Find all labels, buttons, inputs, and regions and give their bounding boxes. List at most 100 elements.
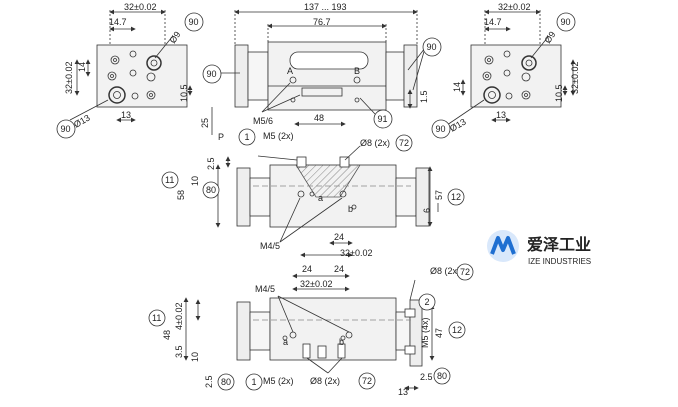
dim-32-vertical: 32±0.02 <box>64 62 74 94</box>
bubble-72: 72 <box>395 134 413 152</box>
svg-text:2: 2 <box>425 297 430 307</box>
thread-m5-2x: M5 (2x) <box>263 131 294 141</box>
svg-text:90: 90 <box>561 17 571 27</box>
dim-3-5: 3.5 <box>174 345 184 358</box>
dim-p: P <box>218 132 224 142</box>
bottom-view <box>183 273 435 391</box>
dim-10: 10 <box>190 352 200 362</box>
dim-o9: Ø9 <box>542 30 557 46</box>
svg-text:80: 80 <box>206 185 216 195</box>
dim-32: 32±0.02 <box>340 248 372 258</box>
dim-32: 32±0.02 <box>300 279 332 289</box>
dim-32-vertical: 32±0.02 <box>570 62 580 94</box>
dim-4: 4±0.02 <box>174 303 184 330</box>
bubble-2: 2 <box>418 293 436 311</box>
thread-m5-4x: M5 (4x) <box>420 317 430 348</box>
thread-m5-2x: M5 (2x) <box>263 376 294 386</box>
bubble-90: 90 <box>184 12 204 32</box>
dim-10: 10 <box>190 176 200 186</box>
company-logo: 爱泽工业 IZE INDUSTRIES <box>487 230 591 266</box>
dim-48: 48 <box>162 330 172 340</box>
svg-text:90: 90 <box>61 124 71 134</box>
dim-10-5: 10.5 <box>179 84 189 102</box>
bubble-11: 11 <box>161 171 179 189</box>
label-b: b <box>339 337 344 347</box>
dim-24: 24 <box>334 232 344 242</box>
svg-text:80: 80 <box>221 377 231 387</box>
bubble-12: 12 <box>448 321 466 339</box>
logo-mark-icon <box>487 230 519 262</box>
svg-text:90: 90 <box>189 17 199 27</box>
dim-48: 48 <box>314 113 324 123</box>
dim-6: 6 <box>422 208 432 213</box>
label-a: a <box>318 193 323 203</box>
svg-text:72: 72 <box>399 138 409 148</box>
dim-2-5: 2.5 <box>204 375 214 388</box>
dim-47: 47 <box>434 328 444 338</box>
bubble-72: 72 <box>358 372 376 390</box>
dim-14-7: 14.7 <box>109 17 127 27</box>
svg-text:1: 1 <box>245 132 250 142</box>
dim-57: 57 <box>434 190 444 200</box>
top-center-view <box>211 9 426 135</box>
svg-text:11: 11 <box>165 175 174 185</box>
label-b: b <box>348 204 353 214</box>
logo-chinese-text: 爱泽工业 <box>527 235 591 254</box>
label-b: B <box>354 66 360 76</box>
bubble-80: 80 <box>217 373 235 391</box>
top-right-view <box>446 9 576 126</box>
dim-1-5: 1.5 <box>419 90 429 103</box>
dim-13: 13 <box>496 110 506 120</box>
dim-14: 14 <box>77 62 87 72</box>
svg-text:12: 12 <box>452 325 462 335</box>
middle-labels: M5 (2x) Ø8 (2x) 2.5 10 58 57 6 M4/5 24 3… <box>161 128 465 258</box>
label-a: A <box>287 66 293 76</box>
dim-137-193: 137 ... 193 <box>304 2 347 12</box>
dim-2-5: 2.5 <box>420 372 433 382</box>
svg-text:1: 1 <box>252 377 257 387</box>
bubble-12: 12 <box>447 188 465 206</box>
bubble-80: 80 <box>433 367 451 385</box>
svg-text:90: 90 <box>436 124 446 134</box>
dim-32: 32±0.02 <box>124 2 156 12</box>
thread-m5-6: M5/6 <box>253 116 273 126</box>
svg-text:11: 11 <box>152 313 161 323</box>
bubble-72: 72 <box>456 263 474 281</box>
dim-13: 13 <box>398 387 408 397</box>
thread-m4-5: M4/5 <box>260 241 280 251</box>
dim-o8-2x: Ø8 (2x) <box>360 138 390 148</box>
svg-text:72: 72 <box>460 267 470 277</box>
dim-10-5: 10.5 <box>554 84 564 102</box>
bubble-1: 1 <box>245 373 263 391</box>
bubble-91: 91 <box>373 109 393 129</box>
dim-24: 24 <box>334 264 344 274</box>
dim-32: 32±0.02 <box>498 2 530 12</box>
svg-text:72: 72 <box>362 376 372 386</box>
svg-text:90: 90 <box>427 42 437 52</box>
dim-25: 25 <box>200 118 210 128</box>
middle-view <box>215 145 439 258</box>
dim-76-7: 76.7 <box>313 17 331 27</box>
top-center-labels: 137 ... 193 76.7 A B 1.5 25 P 48 M5/6 90… <box>200 2 442 142</box>
top-left-view <box>69 9 193 123</box>
label-a: a <box>283 337 288 347</box>
logo-english-text: IZE INDUSTRIES <box>528 257 591 266</box>
svg-text:80: 80 <box>437 371 447 381</box>
dim-o8-2x: Ø8 (2x) <box>310 376 340 386</box>
thread-m4-5: M4/5 <box>255 284 275 294</box>
dim-58: 58 <box>176 190 186 200</box>
bubble-90: 90 <box>556 12 576 32</box>
dim-2-5: 2.5 <box>206 157 216 170</box>
dim-14-7: 14.7 <box>484 17 502 27</box>
dim-o8-2x: Ø8 (2x) <box>430 266 460 276</box>
dim-14: 14 <box>452 82 462 92</box>
bottom-labels: 24 24 M4/5 32±0.02 4±0.02 48 3.5 10 2.5 … <box>148 263 474 397</box>
dim-24: 24 <box>302 264 312 274</box>
dim-o9: Ø9 <box>167 30 182 46</box>
bubble-1: 1 <box>238 128 256 146</box>
bubble-90: 90 <box>431 119 451 139</box>
dim-13: 13 <box>121 110 131 120</box>
svg-text:90: 90 <box>207 69 217 79</box>
bubble-80: 80 <box>202 181 220 199</box>
